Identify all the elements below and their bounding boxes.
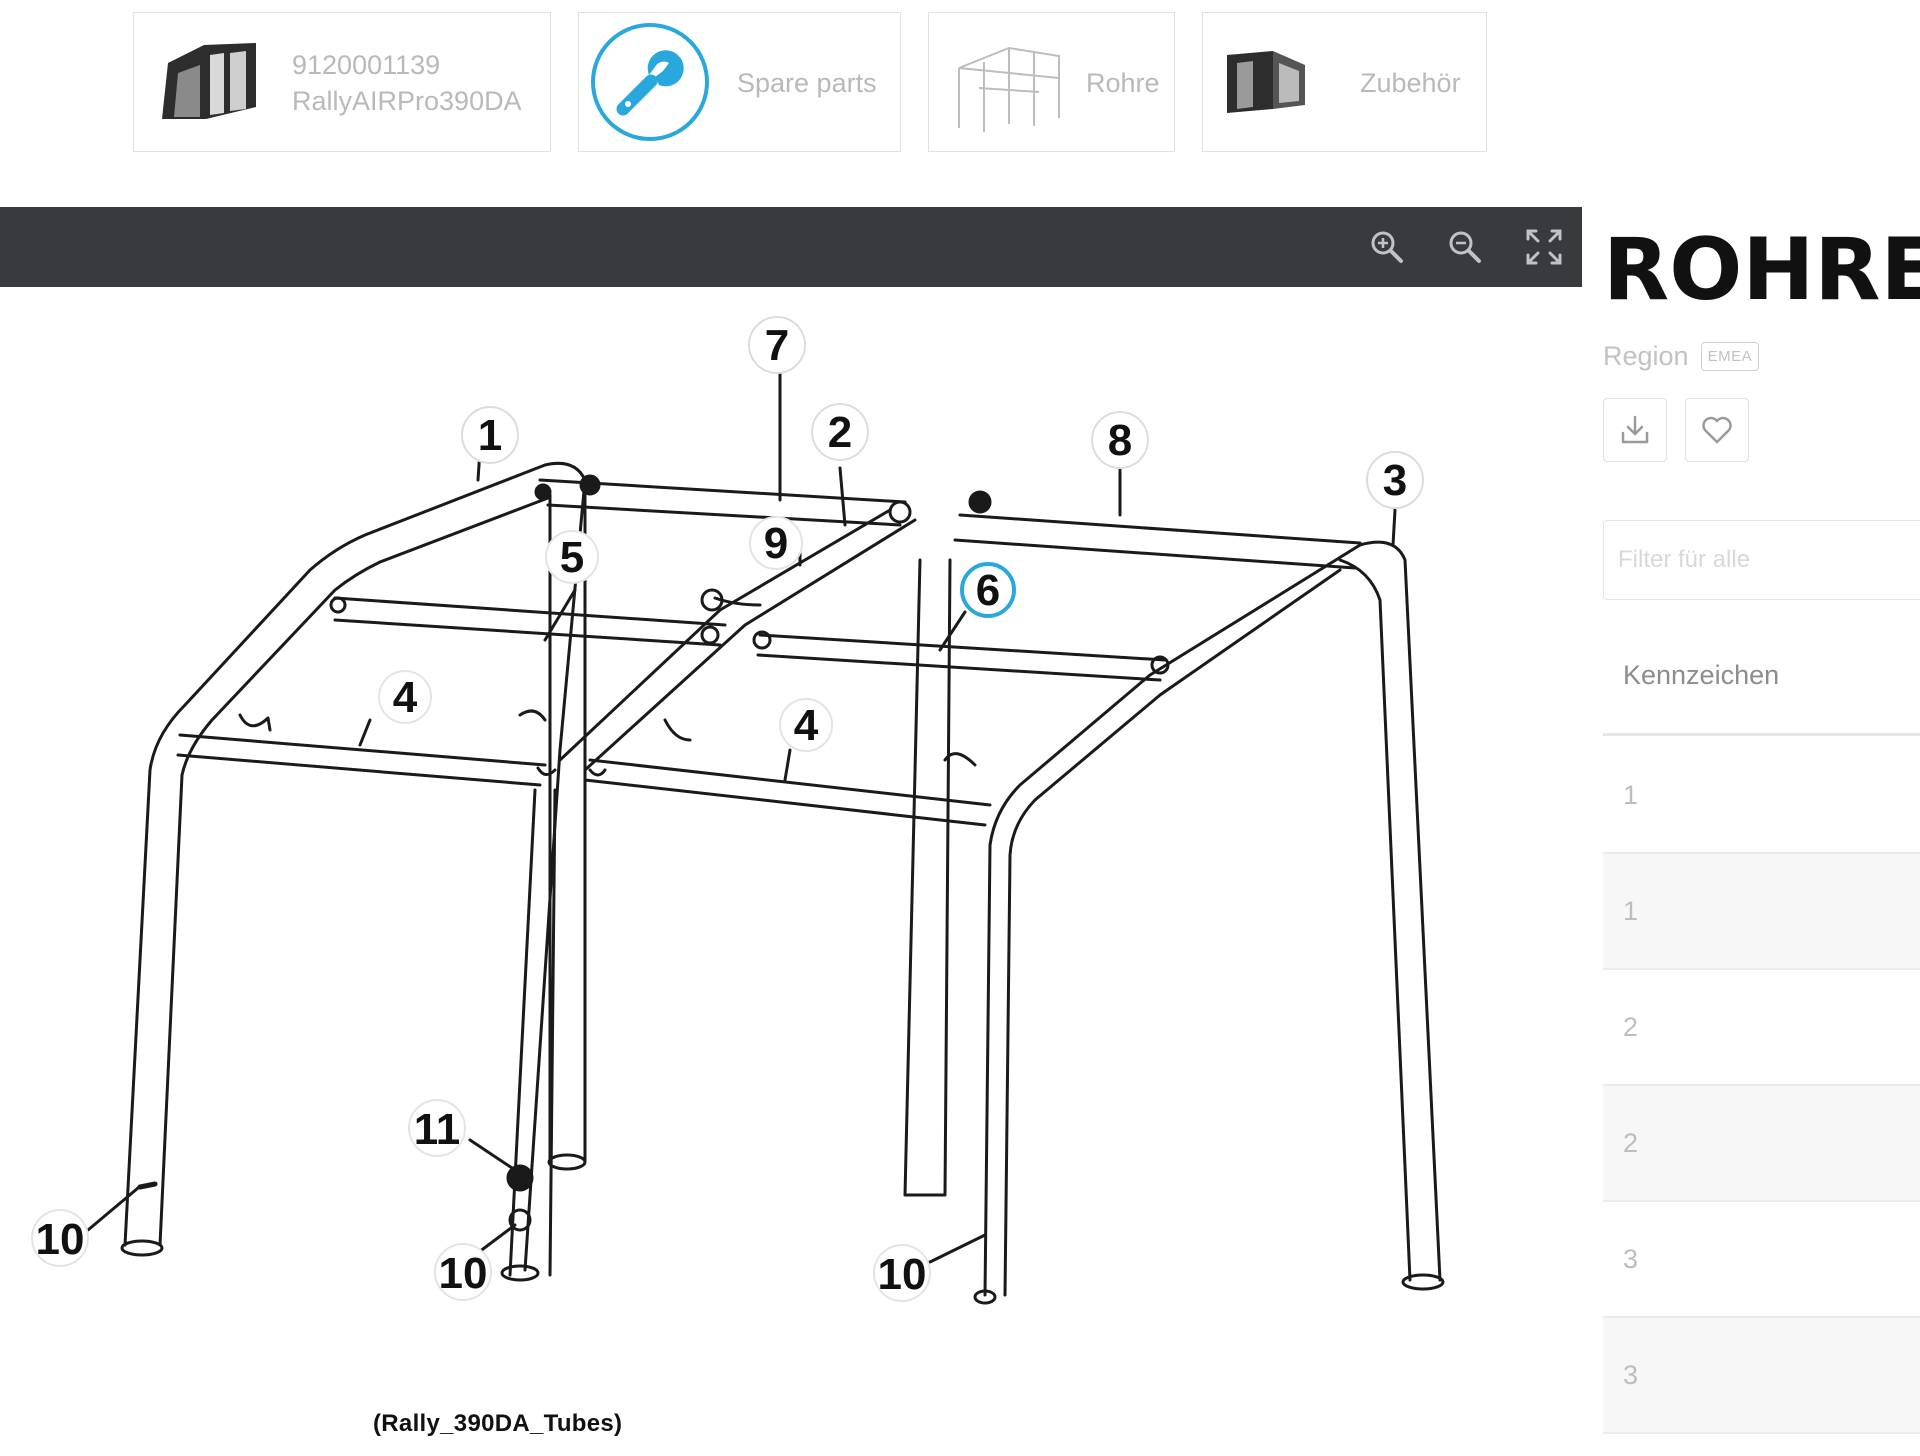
- table-row[interactable]: 2: [1603, 1086, 1920, 1202]
- callout-11[interactable]: 11: [408, 1099, 466, 1157]
- callout-10-left[interactable]: 10: [31, 1209, 89, 1267]
- download-button[interactable]: [1603, 398, 1667, 462]
- callout-7[interactable]: 7: [748, 316, 806, 374]
- svg-text:10: 10: [878, 1250, 927, 1299]
- table-row[interactable]: 3: [1603, 1202, 1920, 1318]
- product-name: RallyAIRPro390DA: [292, 86, 522, 116]
- diagram-caption: (Rally_390DA_Tubes): [373, 1410, 623, 1437]
- breadcrumb-product[interactable]: 9120001139 RallyAIRPro390DA: [133, 12, 551, 152]
- table-row[interactable]: 2: [1603, 970, 1920, 1086]
- tube-8: [953, 513, 1362, 570]
- tube-frame-diagram[interactable]: 1 7 2 8 3 9 5 6 4 4 11 10: [0, 287, 1582, 1456]
- tube-3: [1338, 540, 1442, 1282]
- svg-text:10: 10: [439, 1249, 488, 1298]
- row-kennzeichen: 3: [1623, 1244, 1639, 1274]
- row-kennzeichen: 1: [1623, 896, 1639, 926]
- svg-text:6: 6: [976, 566, 1000, 615]
- svg-text:3: 3: [1383, 456, 1407, 505]
- favorite-button[interactable]: [1685, 398, 1749, 462]
- viewer-toolbar: [0, 207, 1582, 287]
- wrench-icon: [591, 23, 709, 141]
- svg-text:8: 8: [1108, 416, 1132, 465]
- svg-text:10: 10: [36, 1215, 85, 1264]
- callout-2[interactable]: 2: [811, 403, 869, 461]
- svg-text:2: 2: [828, 408, 852, 457]
- product-id: 9120001139: [292, 50, 441, 80]
- svg-text:7: 7: [765, 321, 789, 370]
- tube-4-right: [583, 758, 992, 827]
- heart-icon: [1702, 416, 1732, 444]
- column-header-kennzeichen[interactable]: Kennzeichen: [1623, 660, 1780, 690]
- breadcrumb-tubes[interactable]: Rohre: [928, 12, 1175, 152]
- callout-10-right[interactable]: 10: [873, 1244, 931, 1302]
- svg-text:1: 1: [478, 411, 502, 460]
- callout-9[interactable]: 9: [749, 516, 803, 570]
- callout-4-right[interactable]: 4: [779, 698, 833, 752]
- svg-text:5: 5: [560, 533, 584, 582]
- accessories-thumbnail-icon: [1227, 51, 1305, 113]
- awning-thumbnail-icon: [162, 43, 256, 119]
- svg-text:4: 4: [393, 673, 418, 722]
- zoom-out-icon[interactable]: [1445, 227, 1485, 267]
- svg-text:9: 9: [764, 519, 788, 568]
- tube-5: [548, 493, 587, 1162]
- callout-10-middle[interactable]: 10: [434, 1243, 492, 1301]
- region-row: Region EMEA: [1603, 341, 1760, 372]
- tube-7: [538, 478, 907, 527]
- breadcrumb-accessories[interactable]: Zubehör: [1202, 12, 1487, 152]
- callout-3[interactable]: 3: [1366, 451, 1424, 509]
- row-kennzeichen: 2: [1623, 1012, 1639, 1042]
- fullscreen-icon[interactable]: [1524, 227, 1564, 267]
- zoom-in-icon[interactable]: [1367, 227, 1407, 267]
- tubes-label: Rohre: [1086, 68, 1160, 98]
- tube-frame-thumbnail-icon: [958, 46, 1060, 132]
- callout-4-left[interactable]: 4: [378, 670, 432, 724]
- callout-8[interactable]: 8: [1091, 411, 1149, 469]
- callout-1[interactable]: 1: [461, 406, 519, 464]
- filter-input[interactable]: [1603, 520, 1920, 600]
- tube-6: [903, 558, 952, 1197]
- table-row[interactable]: 1: [1603, 854, 1920, 970]
- page-title: ROHRE: [1603, 220, 1920, 320]
- table-row[interactable]: 1: [1603, 738, 1920, 854]
- callout-6[interactable]: 6: [960, 562, 1016, 618]
- svg-text:4: 4: [794, 701, 819, 750]
- row-kennzeichen: 1: [1623, 780, 1639, 810]
- row-kennzeichen: 3: [1623, 1360, 1639, 1390]
- tube-4-left: [176, 733, 547, 787]
- download-icon: [1621, 415, 1649, 444]
- breadcrumb-spare-parts[interactable]: Spare parts: [578, 12, 901, 152]
- accessories-label: Zubehör: [1360, 68, 1461, 98]
- tube-1: [123, 461, 587, 1272]
- table-row[interactable]: 3: [1603, 1318, 1920, 1434]
- svg-text:11: 11: [414, 1105, 461, 1154]
- region-badge: EMEA: [1700, 342, 1760, 371]
- row-kennzeichen: 2: [1623, 1128, 1639, 1158]
- callout-5[interactable]: 5: [545, 530, 599, 584]
- tube-2: [558, 508, 917, 772]
- table-header: Kennzeichen: [1603, 620, 1920, 736]
- spare-parts-label: Spare parts: [737, 68, 877, 98]
- region-label: Region: [1603, 341, 1689, 371]
